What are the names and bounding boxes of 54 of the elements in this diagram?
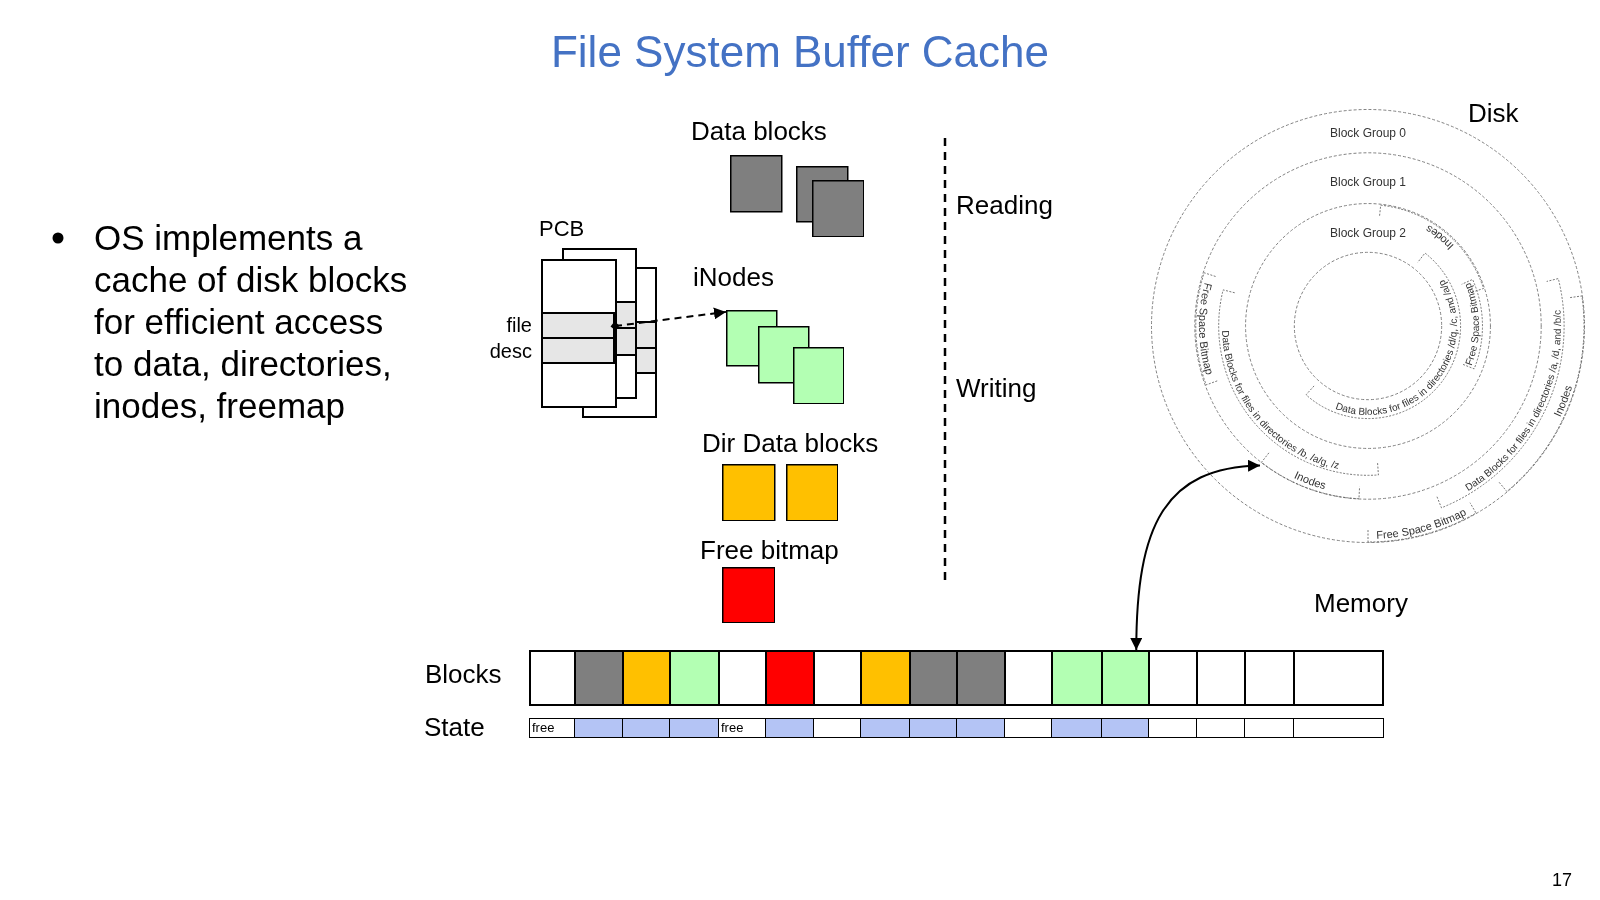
- group-label: iNodes: [693, 261, 774, 293]
- state-cell: [1051, 718, 1103, 738]
- memory-block: [1293, 650, 1384, 706]
- state-cell: free: [718, 718, 767, 738]
- memory-block: [718, 650, 767, 706]
- group-label: Data blocks: [691, 115, 827, 147]
- memory-block: [860, 650, 911, 706]
- state-cell: [813, 718, 862, 738]
- disk-label: Disk: [1468, 97, 1519, 129]
- slide-title: File System Buffer Cache: [550, 26, 1050, 78]
- group-label: Dir Data blocks: [702, 427, 879, 459]
- state-cell: [1004, 718, 1053, 738]
- curved-arrow: [1130, 460, 1261, 651]
- state-cell: [956, 718, 1006, 738]
- row-label: file desc: [488, 313, 532, 364]
- memory-block: [1101, 650, 1150, 706]
- memory-block: [1004, 650, 1053, 706]
- memory-block: [813, 650, 862, 706]
- group-label: Free bitmap: [700, 534, 839, 566]
- ring-label: Block Group 0: [1330, 126, 1406, 140]
- ring-label: Block Group 1: [1330, 175, 1406, 189]
- memory-block: [1148, 650, 1198, 706]
- memory-block: [574, 650, 624, 706]
- state-cell: free: [529, 718, 576, 738]
- state-cell: [1293, 718, 1384, 738]
- dashed-arrow: [610, 307, 727, 331]
- section-label: Reading: [956, 190, 1053, 221]
- row-label: State: [424, 711, 485, 743]
- section-label: Memory: [1314, 588, 1408, 619]
- state-cell: [574, 718, 624, 738]
- memory-block: [622, 650, 671, 706]
- state-cell: [765, 718, 815, 738]
- section-label: Writing: [956, 373, 1037, 404]
- memory-block: [909, 650, 958, 706]
- row-label: Blocks: [425, 658, 502, 690]
- memory-block: [669, 650, 720, 706]
- memory-block: [529, 650, 576, 706]
- page-number: 17: [1552, 869, 1573, 891]
- memory-block: [1051, 650, 1103, 706]
- state-cell: [669, 718, 720, 738]
- state-cell: [909, 718, 958, 738]
- stack-label: PCB: [539, 216, 585, 242]
- memory-block: [956, 650, 1006, 706]
- state-cell: [1196, 718, 1246, 738]
- memory-block: [765, 650, 815, 706]
- state-cell: [622, 718, 671, 738]
- bullet-text: OS implements a cache of disk blocks for efficient access to data, directories, inodes, freemap: [94, 217, 409, 427]
- state-cell: [1148, 718, 1198, 738]
- memory-block: [1196, 650, 1246, 706]
- state-cell: [860, 718, 911, 738]
- ring-label: Block Group 2: [1330, 226, 1406, 240]
- state-cell: [1244, 718, 1295, 738]
- memory-block: [1244, 650, 1295, 706]
- state-cell: [1101, 718, 1150, 738]
